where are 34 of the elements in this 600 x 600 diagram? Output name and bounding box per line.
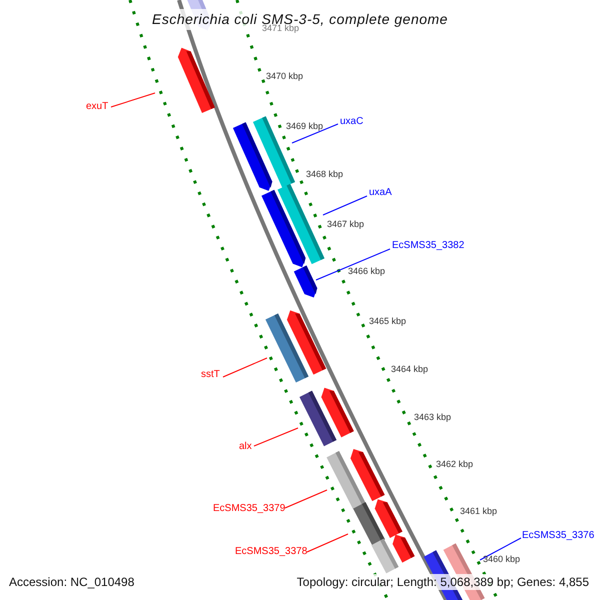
gene-label: uxaA — [369, 186, 392, 199]
position-label: 3465 kbp — [369, 316, 406, 327]
gene-label: exuT — [86, 100, 108, 113]
position-label: 3464 kbp — [391, 364, 428, 375]
position-label: 3467 kbp — [327, 219, 364, 230]
leader-line — [316, 248, 390, 280]
leader-line — [222, 358, 268, 378]
gene-label: alx — [239, 440, 252, 453]
info-text: Accession: NC_010498 — [9, 574, 134, 590]
position-label: 3462 kbp — [436, 459, 474, 470]
gene-label: uxaC — [340, 115, 364, 128]
gene-label: EcSMS35_3376 — [522, 529, 594, 542]
gene-block — [278, 184, 324, 264]
position-label: 3463 kbp — [414, 412, 452, 423]
gene-block — [175, 45, 215, 113]
gene-label: EcSMS35_3382 — [392, 239, 464, 252]
gene-label: sstT — [201, 368, 220, 381]
position-label: 3468 kbp — [306, 169, 344, 180]
position-label: 3466 kbp — [348, 266, 386, 277]
position-label: 3461 kbp — [460, 506, 498, 517]
leader-line — [306, 534, 348, 552]
position-label: 3471 kbp — [262, 23, 300, 34]
leader-line — [284, 490, 328, 508]
leader-line — [480, 538, 522, 560]
gene-label: EcSMS35_3379 — [213, 502, 286, 515]
gene-label: EcSMS35_3378 — [235, 545, 308, 558]
position-label: 3469 kbp — [286, 121, 324, 132]
leader-line — [110, 92, 156, 108]
leader-line — [322, 196, 368, 216]
leader-line — [254, 428, 298, 446]
position-label: 3460 kbp — [483, 554, 520, 565]
leader-line — [292, 124, 338, 144]
info-text: Topology: circular; Length: 5,068,389 bp; Genes: 4,855 — [296, 574, 589, 590]
position-label: 3470 kbp — [266, 71, 304, 82]
